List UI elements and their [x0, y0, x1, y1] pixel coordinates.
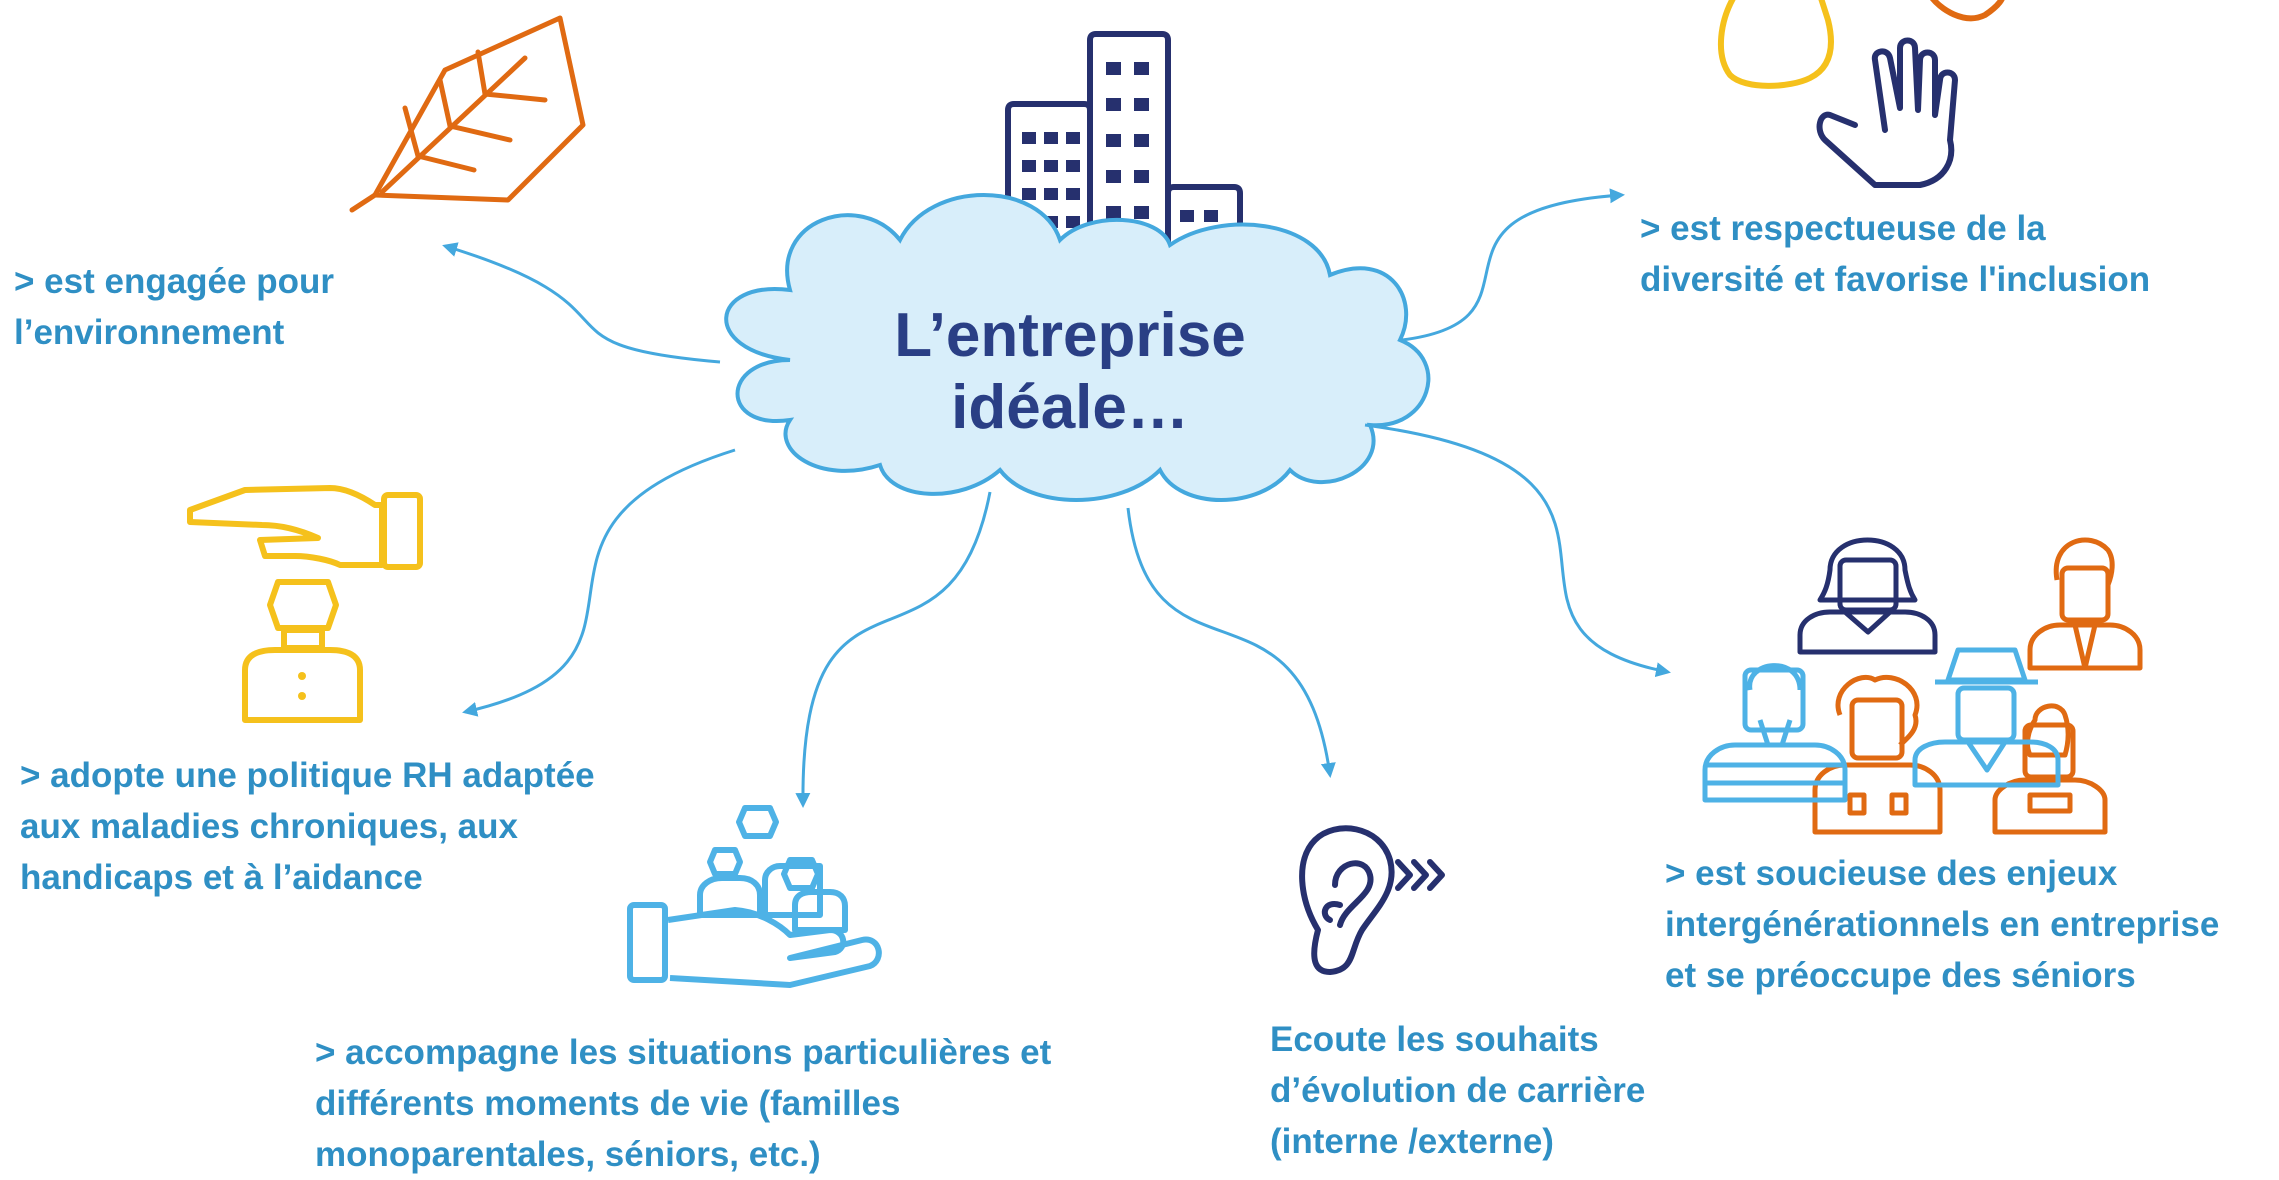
- label-career-line-1: Ecoute les souhaits: [1270, 1020, 1599, 1059]
- label-career: Ecoute les souhaits d’évolution de carri…: [1270, 1014, 1645, 1167]
- label-hr-policy-line-3: handicaps et à l’aidance: [20, 858, 423, 897]
- central-title-line-2: idéale…: [951, 373, 1189, 442]
- connector-environment: [442, 242, 721, 364]
- central-title-line-1: L’entreprise: [894, 301, 1246, 370]
- label-environment: > est engagée pour l’environnement: [14, 256, 334, 358]
- central-title: L’entreprise idéale…: [860, 300, 1280, 444]
- label-generations-line-1: > est soucieuse des enjeux: [1665, 854, 2118, 893]
- label-hr-policy: > adopte une politique RH adaptée aux ma…: [20, 750, 595, 903]
- leaf-icon: [349, 15, 586, 213]
- label-diversity-line-2: diversité et favorise l'inclusion: [1640, 260, 2151, 299]
- diverse-people-group-icon: [1702, 537, 2143, 835]
- connector-generations: [1364, 423, 1671, 678]
- label-life-moments-line-3: monoparentales, séniors, etc.): [315, 1135, 821, 1174]
- label-career-line-3: (interne /externe): [1270, 1122, 1554, 1161]
- buildings-icon: [1005, 31, 1243, 250]
- connector-career: [1126, 507, 1336, 778]
- label-generations-line-2: intergénérationnels en entreprise: [1665, 905, 2220, 944]
- connector-life-moments: [795, 491, 992, 808]
- central-cloud: [724, 193, 1431, 502]
- label-generations: > est soucieuse des enjeux intergénérati…: [1665, 848, 2219, 1001]
- connector-hr-policy: [462, 448, 736, 717]
- label-environment-line-1: > est engagée pour: [14, 262, 334, 301]
- hands-icon: [1717, 0, 2005, 188]
- family-in-hand-icon: [627, 805, 882, 988]
- label-life-moments-line-2: différents moments de vie (familles: [315, 1084, 901, 1123]
- label-hr-policy-line-2: aux maladies chroniques, aux: [20, 807, 518, 846]
- label-life-moments: > accompagne les situations particulière…: [315, 1027, 1051, 1180]
- protected-person-icon: [187, 485, 423, 723]
- connector-diversity: [1401, 188, 1625, 342]
- label-career-line-2: d’évolution de carrière: [1270, 1071, 1646, 1110]
- label-hr-policy-line-1: > adopte une politique RH adaptée: [20, 756, 595, 795]
- label-life-moments-line-1: > accompagne les situations particulière…: [315, 1033, 1052, 1072]
- ear-listening-icon: [1299, 825, 1445, 975]
- label-diversity: > est respectueuse de la diversité et fa…: [1640, 203, 2150, 305]
- label-generations-line-3: et se préoccupe des séniors: [1665, 956, 2136, 995]
- label-diversity-line-1: > est respectueuse de la: [1640, 209, 2046, 248]
- label-environment-line-2: l’environnement: [14, 313, 285, 352]
